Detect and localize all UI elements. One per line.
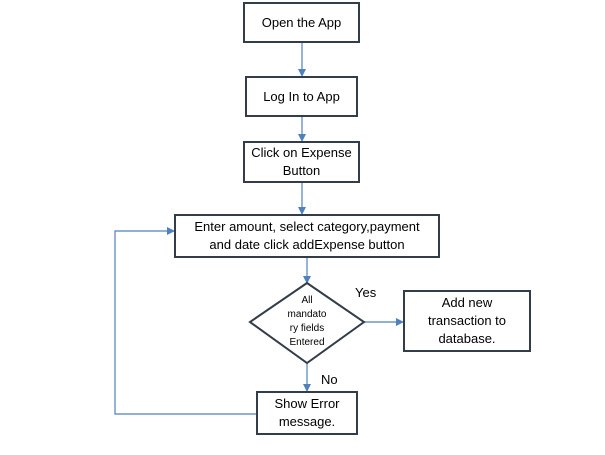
- open-app-box: Open the App: [243, 2, 360, 43]
- connector-error-loop-back: [114, 227, 256, 415]
- enter-details-box: Enter amount, select category,payment an…: [174, 214, 440, 258]
- enter-details-line-1: Enter amount, select category,payment: [194, 219, 420, 234]
- decision-line-2: mandato: [287, 309, 327, 320]
- log-in-label: Log In to App: [263, 88, 340, 104]
- log-in-box: Log In to App: [245, 76, 358, 117]
- no-label: No: [321, 372, 338, 387]
- decision-diamond: [248, 281, 366, 365]
- add-transaction-line-1: Add new: [441, 295, 493, 310]
- add-transaction-box: Add new transaction to database.: [403, 290, 531, 352]
- open-app-label: Open the App: [261, 14, 342, 30]
- show-error-line-1: Show Error: [274, 396, 340, 411]
- click-expense-box: Click on Expense Button: [243, 141, 360, 183]
- decision-text: All mandato ry fields Entered: [282, 294, 332, 350]
- yes-label: Yes: [355, 285, 377, 300]
- decision-line-3: ry fields: [289, 323, 325, 334]
- add-transaction-line-3: database.: [438, 331, 496, 346]
- click-expense-line-2: Button: [282, 163, 321, 178]
- enter-details-line-2: and date click addExpense button: [209, 237, 405, 252]
- decision-line-1: All: [301, 295, 313, 306]
- show-error-box: Show Error message.: [256, 391, 358, 435]
- decision-line-4: Entered: [289, 337, 325, 348]
- show-error-line-2: message.: [278, 414, 336, 429]
- click-expense-line-1: Click on Expense: [251, 145, 352, 160]
- add-transaction-line-2: transaction to: [427, 313, 507, 328]
